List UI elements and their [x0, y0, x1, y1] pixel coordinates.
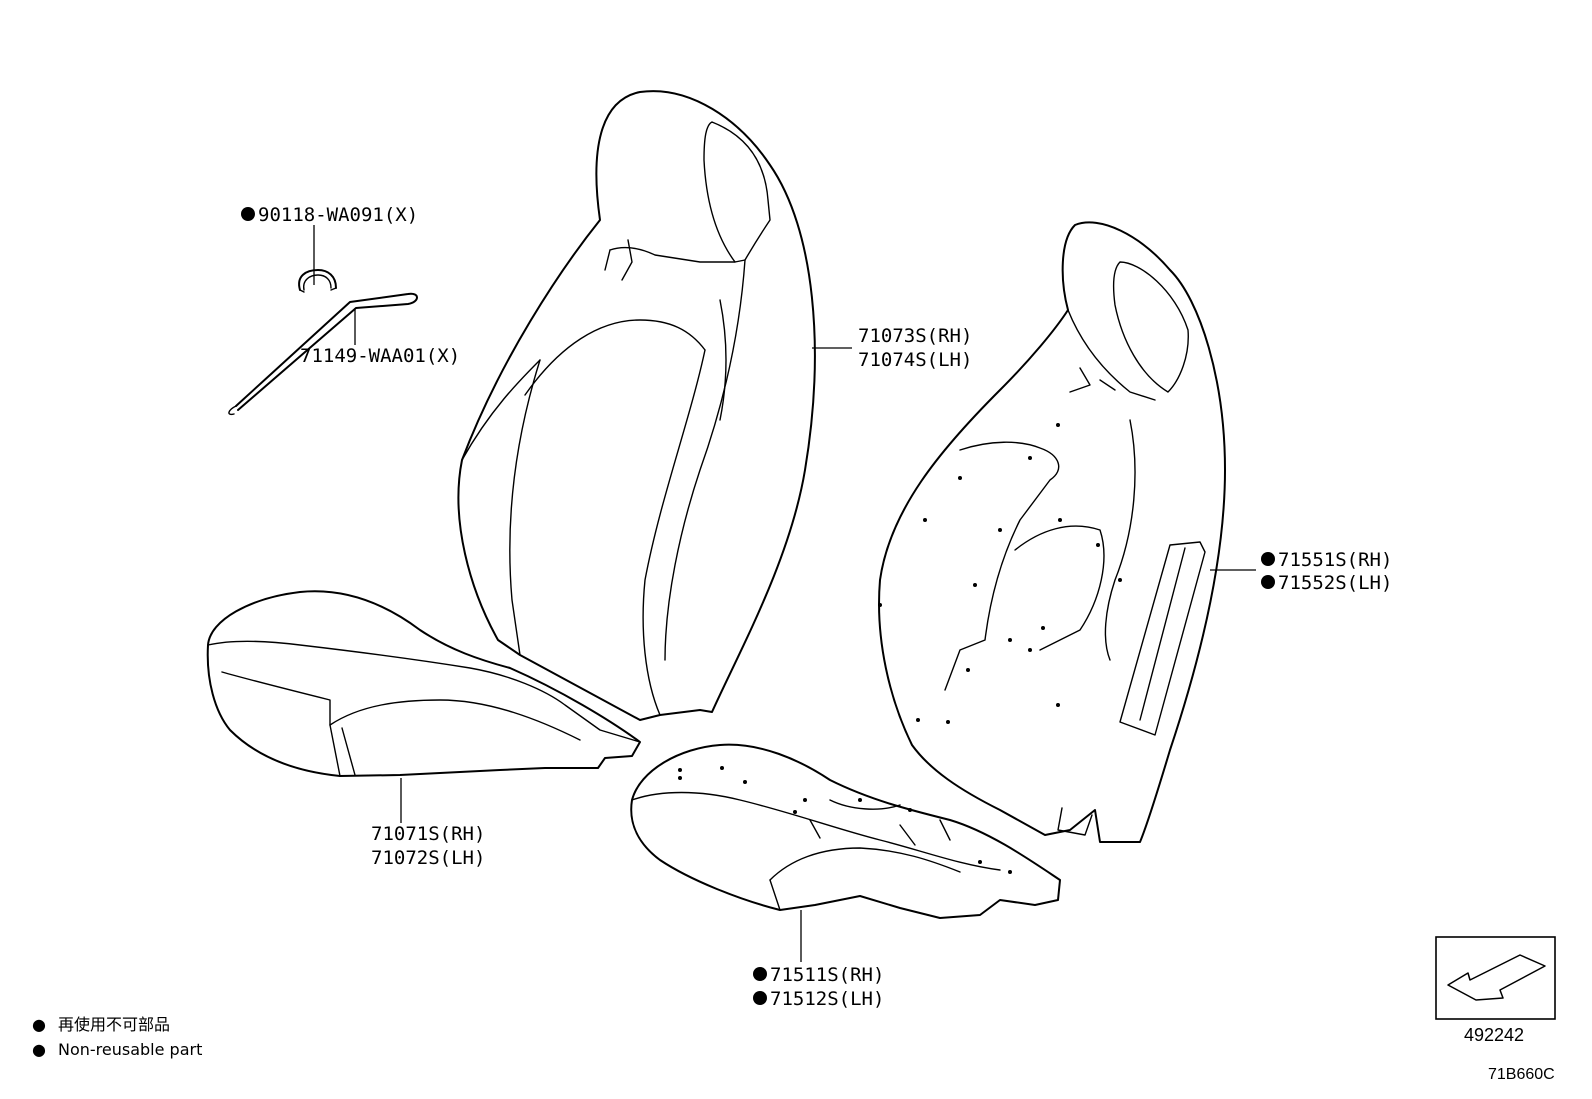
legend-marker: ● — [32, 1040, 46, 1059]
pad-dots — [878, 423, 1122, 724]
part-number-rh: 71511S(RH) — [770, 964, 884, 986]
seat-cushion-pad-illustration — [630, 743, 1061, 919]
part-number-lh: 71074S(LH) — [858, 349, 972, 371]
non-reusable-marker — [1261, 575, 1275, 589]
part-number-lh: 71072S(LH) — [371, 847, 485, 869]
leader-lines — [313, 225, 1256, 962]
part-number-lh: 71552S(LH) — [1278, 572, 1392, 594]
clip-illustration — [298, 269, 337, 293]
part-number: 90118-WA091(X) — [258, 204, 418, 226]
part-number-rh: 71071S(RH) — [371, 823, 485, 845]
part-label-back-pad: 71551S(RH) 71552S(LH) — [1261, 549, 1392, 594]
part-number-rh: 71551S(RH) — [1278, 549, 1392, 571]
part-number-lh: 71512S(LH) — [770, 988, 884, 1010]
legend: ● 再使用不可部品 ● Non-reusable part — [32, 1015, 202, 1059]
cushion-pad-dots — [678, 766, 1012, 874]
non-reusable-marker — [753, 967, 767, 981]
wire-illustration — [228, 292, 418, 416]
legend-text-en: Non-reusable part — [58, 1040, 202, 1059]
part-number: 71149-WAA01(X) — [300, 345, 460, 367]
legend-text-jp: 再使用不可部品 — [58, 1015, 170, 1034]
non-reusable-marker — [241, 207, 255, 221]
figure-code: 71B660C — [1488, 1066, 1555, 1083]
part-label-cushion-pad: 71511S(RH) 71512S(LH) — [753, 964, 884, 1010]
part-label-clip: 90118-WA091(X) — [241, 204, 418, 226]
part-number-rh: 71073S(RH) — [858, 325, 972, 347]
seat-back-cover-illustration — [457, 90, 816, 721]
reference-code: 492242 — [1464, 1025, 1524, 1045]
reference-box: 492242 — [1435, 936, 1556, 1045]
seat-back-pad-illustration — [878, 221, 1226, 843]
part-label-wire: 71149-WAA01(X) — [300, 345, 460, 367]
part-label-back-cover: 71073S(RH) 71074S(LH) — [858, 325, 972, 371]
legend-marker: ● — [32, 1015, 46, 1034]
direction-arrow-icon — [1447, 954, 1546, 1001]
seat-cushion-cover-illustration — [206, 590, 641, 777]
non-reusable-marker — [1261, 552, 1275, 566]
non-reusable-marker — [753, 991, 767, 1005]
part-label-cushion-cover: 71071S(RH) 71072S(LH) — [371, 823, 485, 869]
